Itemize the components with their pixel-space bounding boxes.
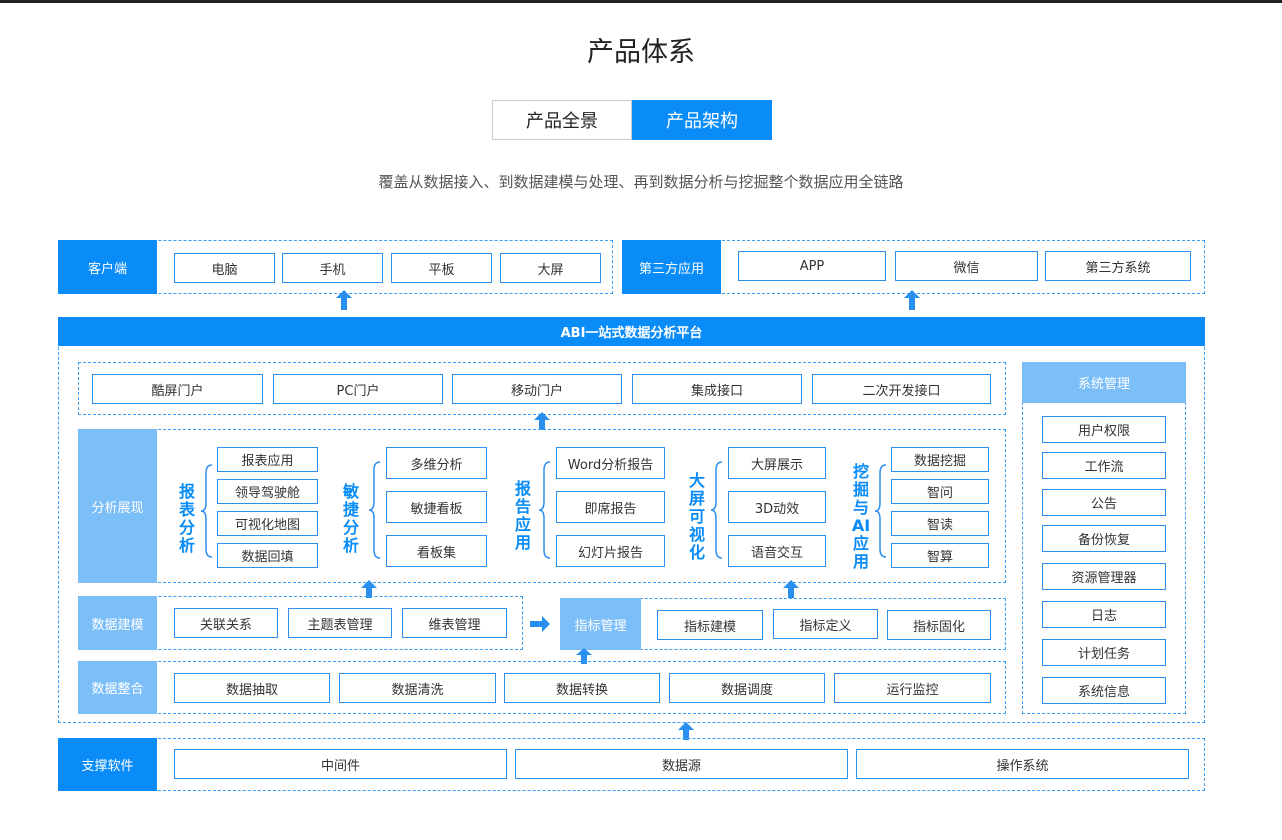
metrics-item: 指标定义 bbox=[773, 609, 878, 639]
portal-item: PC门户 bbox=[273, 374, 443, 404]
tab-bar: 产品全景 产品架构 bbox=[492, 100, 772, 140]
arrow-up-icon bbox=[576, 648, 592, 664]
group-title-ai: 挖掘与AI应用 bbox=[851, 462, 871, 571]
analysis-item: 即席报告 bbox=[556, 491, 665, 523]
arrow-up-icon bbox=[783, 580, 799, 598]
metrics-item: 指标固化 bbox=[887, 610, 991, 640]
portal-item: 集成接口 bbox=[632, 374, 802, 404]
analysis-item: 智问 bbox=[891, 479, 989, 504]
analysis-item: 数据挖掘 bbox=[891, 447, 989, 472]
brace-icon bbox=[368, 460, 382, 564]
integration-label: 数据整合 bbox=[78, 661, 157, 714]
analysis-item: 语音交互 bbox=[728, 535, 826, 567]
support-item: 数据源 bbox=[515, 749, 848, 779]
analysis-item: 大屏展示 bbox=[728, 447, 826, 479]
third-item-wechat: 微信 bbox=[895, 251, 1038, 281]
system-item: 备份恢复 bbox=[1042, 525, 1166, 552]
modeling-label: 数据建模 bbox=[78, 596, 157, 650]
analysis-item: 敏捷看板 bbox=[386, 491, 487, 523]
integration-item: 数据调度 bbox=[669, 673, 825, 703]
analysis-item: 幻灯片报告 bbox=[556, 535, 665, 567]
analysis-item: 智读 bbox=[891, 511, 989, 536]
brace-icon bbox=[200, 463, 214, 563]
third-party-label: 第三方应用 bbox=[622, 240, 721, 294]
third-item-app: APP bbox=[738, 251, 886, 281]
tab-overview[interactable]: 产品全景 bbox=[492, 100, 632, 140]
portal-item: 酷屏门户 bbox=[92, 374, 263, 404]
tab-architecture[interactable]: 产品架构 bbox=[632, 100, 772, 140]
analysis-item: 报表应用 bbox=[217, 447, 318, 472]
arrow-up-icon bbox=[534, 412, 550, 430]
system-label: 系统管理 bbox=[1022, 362, 1186, 403]
analysis-item: 3D动效 bbox=[728, 491, 826, 523]
client-item-pc: 电脑 bbox=[174, 253, 275, 283]
analysis-item: 看板集 bbox=[386, 535, 487, 567]
system-item: 用户权限 bbox=[1042, 416, 1166, 443]
portal-item: 移动门户 bbox=[452, 374, 622, 404]
modeling-item: 维表管理 bbox=[402, 608, 507, 638]
third-item-system: 第三方系统 bbox=[1045, 251, 1191, 281]
modeling-item: 主题表管理 bbox=[288, 608, 392, 638]
client-label: 客户端 bbox=[58, 240, 157, 294]
group-title-agile: 敏捷分析 bbox=[342, 482, 359, 555]
system-item: 系统信息 bbox=[1042, 677, 1166, 704]
modeling-item: 关联关系 bbox=[174, 608, 278, 638]
integration-item: 数据抽取 bbox=[174, 673, 330, 703]
system-item: 计划任务 bbox=[1042, 639, 1166, 666]
arrow-up-icon bbox=[678, 722, 694, 740]
integration-item: 运行监控 bbox=[834, 673, 991, 703]
page-title: 产品体系 bbox=[587, 37, 695, 68]
group-title-report: 报表分析 bbox=[178, 482, 195, 555]
metrics-item: 指标建模 bbox=[657, 610, 763, 640]
arrow-up-icon bbox=[361, 580, 377, 598]
brace-icon bbox=[710, 460, 724, 564]
analysis-item: 可视化地图 bbox=[217, 511, 318, 536]
integration-item: 数据转换 bbox=[504, 673, 660, 703]
portal-item: 二次开发接口 bbox=[812, 374, 991, 404]
support-label: 支撑软件 bbox=[58, 738, 157, 791]
brace-icon bbox=[874, 463, 888, 563]
client-item-phone: 手机 bbox=[282, 253, 383, 283]
arrow-up-icon bbox=[904, 290, 920, 310]
client-item-screen: 大屏 bbox=[500, 253, 601, 283]
analysis-item: 多维分析 bbox=[386, 447, 487, 479]
integration-item: 数据清洗 bbox=[339, 673, 496, 703]
analysis-item: 领导驾驶舱 bbox=[217, 479, 318, 504]
support-item: 中间件 bbox=[174, 749, 507, 779]
system-item: 日志 bbox=[1042, 601, 1166, 628]
analysis-label: 分析展现 bbox=[78, 429, 157, 583]
arrow-up-icon bbox=[336, 290, 352, 310]
top-bar bbox=[0, 0, 1282, 3]
group-title-reporting: 报告应用 bbox=[514, 479, 531, 552]
page-subtitle: 覆盖从数据接入、到数据建模与处理、再到数据分析与挖掘整个数据应用全链路 bbox=[378, 173, 904, 191]
metrics-label: 指标管理 bbox=[560, 598, 641, 650]
arrow-right-icon bbox=[530, 616, 550, 632]
brace-icon bbox=[538, 460, 552, 564]
support-item: 操作系统 bbox=[856, 749, 1189, 779]
platform-title: ABI一站式数据分析平台 bbox=[58, 317, 1205, 346]
analysis-item: 智算 bbox=[891, 543, 989, 568]
system-item: 资源管理器 bbox=[1042, 563, 1166, 590]
analysis-item: Word分析报告 bbox=[556, 447, 665, 479]
analysis-item: 数据回填 bbox=[217, 543, 318, 568]
system-item: 工作流 bbox=[1042, 452, 1166, 479]
client-item-tablet: 平板 bbox=[391, 253, 492, 283]
system-item: 公告 bbox=[1042, 489, 1166, 516]
group-title-bigscreen: 大屏可视化 bbox=[688, 471, 705, 562]
